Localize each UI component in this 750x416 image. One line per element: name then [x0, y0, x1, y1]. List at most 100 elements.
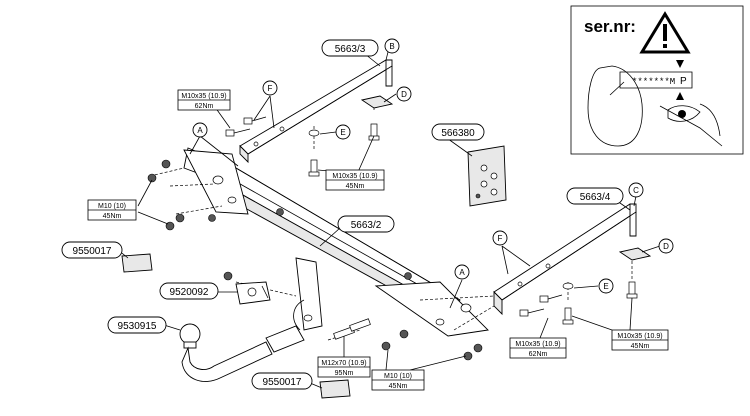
spec-box-m12: M12x70 (10.9) 95Nm: [317, 356, 371, 378]
crossbar-5663-2: [183, 147, 489, 337]
svg-text:M10x35 (10.9): M10x35 (10.9): [515, 341, 560, 348]
bolt-icon: [243, 116, 267, 125]
svg-text:9530915: 9530915: [118, 321, 157, 332]
svg-text:9520092: 9520092: [170, 287, 209, 298]
right-bracket-5663-4: [493, 203, 637, 316]
electric-kit-566380: [467, 145, 507, 207]
nut-icon: [175, 213, 185, 223]
bolt-icon: [308, 159, 320, 177]
arrow-up-icon: [676, 92, 684, 100]
nut-icon: [399, 329, 409, 339]
svg-text:45Nm: 45Nm: [389, 383, 408, 390]
letter-marker-e-upper: E: [335, 124, 351, 140]
bolt-icon: [519, 308, 545, 317]
bolt-icon: [562, 307, 574, 325]
letter-marker-d-upper: D: [396, 86, 412, 102]
svg-text:5663/2: 5663/2: [351, 220, 382, 231]
bolt-icon: [368, 123, 380, 141]
reflector-bottom: [319, 379, 351, 399]
part-label-5663-4: 5663/4: [566, 187, 624, 205]
svg-text:M10 (10): M10 (10): [98, 203, 126, 210]
bolt-icon: [626, 281, 638, 299]
spec-box-upper-mid: M10x35 (10.9) 45Nm: [325, 169, 385, 191]
letter-marker-a-upper: A: [192, 122, 208, 138]
nut-icon: [165, 221, 175, 231]
nut-icon: [208, 214, 216, 222]
letter-marker-a-lower: A: [454, 264, 470, 280]
letter-marker-f-upper: F: [262, 80, 278, 96]
spec-box-lower-right-62: M10x35 (10.9) 62Nm: [509, 337, 567, 359]
svg-text:M10 (10): M10 (10): [384, 373, 412, 380]
part-label-5663-2: 5663/2: [337, 215, 395, 233]
spacer-plate-icon: [360, 95, 394, 109]
nut-icon: [147, 173, 157, 183]
svg-text:45Nm: 45Nm: [631, 343, 650, 350]
nut-icon: [276, 208, 284, 216]
serial-code: *******M: [632, 77, 675, 87]
serial-p-letter: P: [680, 76, 687, 87]
svg-text:45Nm: 45Nm: [346, 183, 365, 190]
svg-text:9550017: 9550017: [263, 377, 302, 388]
svg-text:5663/3: 5663/3: [335, 44, 366, 55]
part-label-566380: 566380: [431, 123, 485, 141]
part-label-9530915: 9530915: [107, 316, 167, 334]
svg-text:D: D: [663, 242, 669, 251]
part-label-9550017-top: 9550017: [61, 241, 123, 259]
nut-icon: [223, 271, 233, 281]
bolt-icon: [225, 128, 251, 137]
spec-box-lower-right-45: M10x35 (10.9) 45Nm: [611, 329, 669, 351]
towball-9530915: [179, 323, 305, 382]
svg-text:E: E: [603, 282, 608, 291]
letter-marker-e-lower: E: [598, 278, 614, 294]
spec-box-left: M10 (10) 45Nm: [87, 199, 137, 221]
svg-text:62Nm: 62Nm: [195, 103, 214, 110]
svg-text:62Nm: 62Nm: [529, 351, 548, 358]
svg-text:E: E: [340, 128, 345, 137]
serial-heading: ser.nr:: [584, 17, 636, 36]
letter-marker-c: C: [628, 182, 644, 198]
left-bracket-5663-3: [239, 59, 393, 164]
svg-text:M10x35 (10.9): M10x35 (10.9): [617, 333, 662, 340]
svg-text:F: F: [498, 234, 503, 243]
nut-icon: [463, 351, 473, 361]
svg-text:B: B: [389, 42, 394, 51]
reflector-top: [121, 253, 153, 273]
nut-icon: [381, 341, 391, 351]
svg-text:45Nm: 45Nm: [103, 213, 122, 220]
fasteners: [147, 95, 652, 361]
letter-marker-f-lower: F: [492, 230, 508, 246]
part-label-9520092: 9520092: [159, 282, 219, 300]
bolt-icon: [539, 294, 563, 303]
nut-icon: [161, 159, 171, 169]
part-label-9550017-bottom: 9550017: [251, 372, 313, 390]
svg-text:9550017: 9550017: [73, 246, 112, 257]
svg-text:F: F: [268, 84, 273, 93]
svg-text:D: D: [401, 90, 407, 99]
svg-text:566380: 566380: [441, 128, 475, 139]
svg-text:A: A: [197, 126, 203, 135]
nut-icon: [473, 343, 483, 353]
serial-number-panel: ser.nr: *******M P: [570, 5, 744, 155]
letter-marker-b: B: [384, 38, 400, 54]
svg-text:5663/4: 5663/4: [580, 192, 611, 203]
letter-marker-d-lower: D: [658, 238, 674, 254]
serial-plate: [619, 71, 693, 89]
ball-socket-9520092: [235, 281, 271, 305]
washer-icon: [562, 282, 574, 290]
svg-text:C: C: [633, 186, 639, 195]
spacer-plate-icon: [618, 247, 652, 261]
part-label-5663-3: 5663/3: [321, 39, 379, 57]
arrow-down-icon: [676, 60, 684, 68]
eye-icon: [659, 103, 723, 147]
svg-text:M10x35 (10.9): M10x35 (10.9): [181, 93, 226, 100]
svg-text:M10x35 (10.9): M10x35 (10.9): [332, 173, 377, 180]
svg-text:M12x70 (10.9): M12x70 (10.9): [321, 360, 366, 367]
spec-box-upper-left: M10x35 (10.9) 62Nm: [177, 89, 231, 111]
bolt-icon: [349, 318, 371, 332]
towball-outline-icon: [587, 65, 643, 147]
svg-text:95Nm: 95Nm: [335, 370, 354, 377]
spec-box-lower-mid: M10 (10) 45Nm: [371, 369, 425, 391]
washer-icon: [308, 129, 320, 137]
nut-icon: [404, 272, 412, 280]
